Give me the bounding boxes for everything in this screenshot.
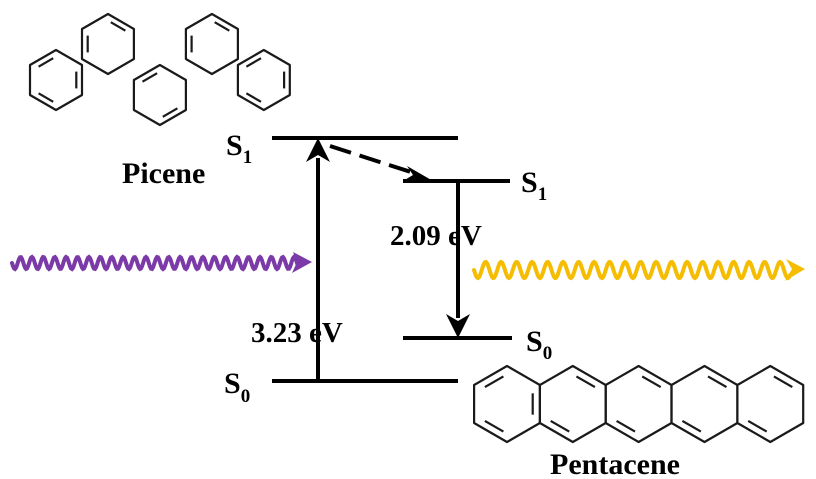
picene-structure — [28, 12, 291, 127]
picene-label: Picene — [122, 157, 205, 190]
emission-photon-arrow — [472, 259, 805, 281]
excitation-arrow — [306, 138, 330, 381]
energy-transfer-arrow — [329, 144, 433, 181]
picene-s0-label: S0 — [224, 367, 250, 407]
excitation-photon-arrow — [10, 252, 312, 273]
pentacene-gap-label: 2.09 eV — [390, 220, 482, 252]
picene-s1-label: S1 — [226, 129, 252, 168]
pentacene-s1-label: S1 — [521, 166, 547, 205]
pentacene-structure — [473, 364, 805, 444]
emission-down-arrow — [446, 181, 470, 338]
pentacene-label: Pentacene — [550, 448, 680, 479]
pentacene-s0-label: S0 — [526, 325, 552, 364]
picene-gap-label: 3.23 eV — [251, 317, 343, 349]
